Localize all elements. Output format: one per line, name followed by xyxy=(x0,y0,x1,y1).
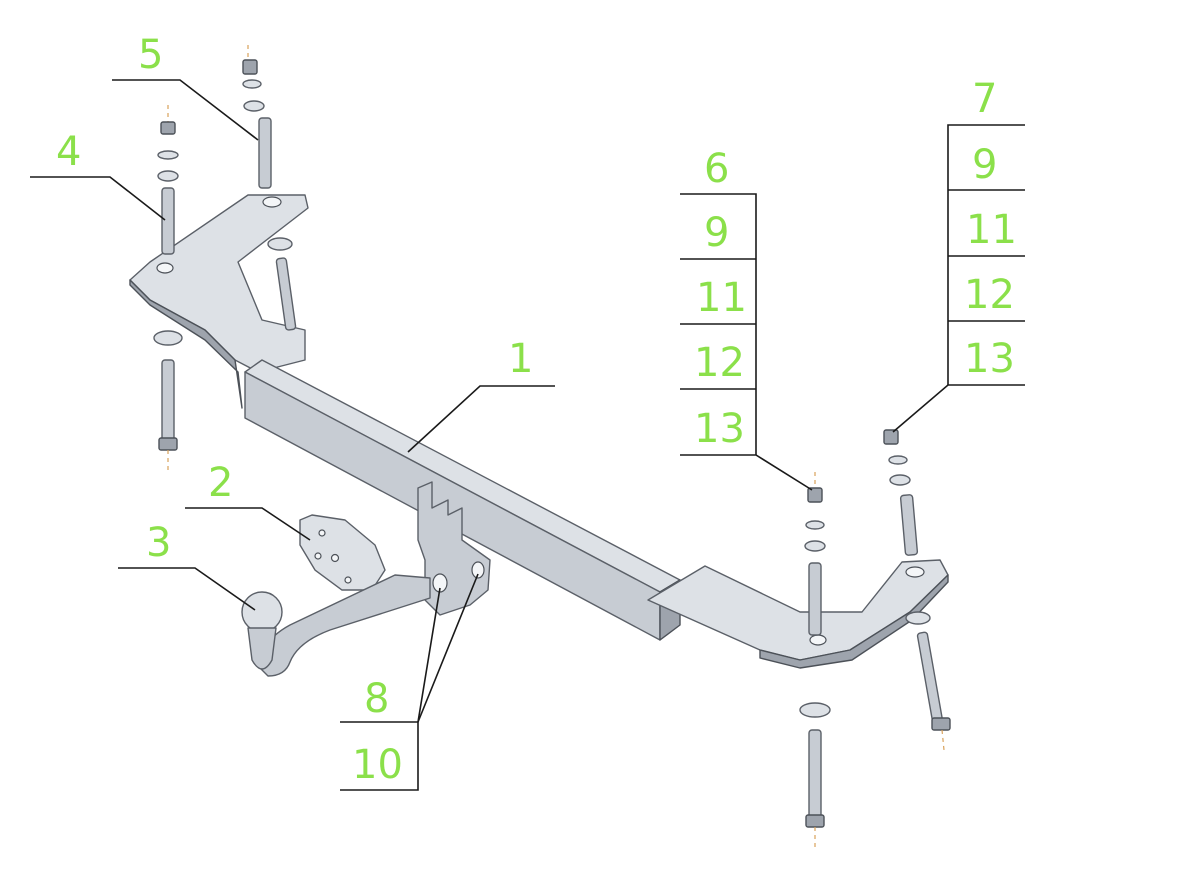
washer-4b xyxy=(157,170,179,182)
leader-4 xyxy=(30,176,166,221)
bolt-head-right-lower-b xyxy=(805,814,825,828)
bolt-head-right-lower-a xyxy=(931,717,951,731)
leader-1 xyxy=(407,385,555,453)
nut-7 xyxy=(883,429,899,445)
washer-6a xyxy=(805,520,825,530)
socket-plate-hole-2 xyxy=(330,553,340,563)
callout-5: 5 xyxy=(138,32,163,78)
callout-7-item-9: 9 xyxy=(972,142,997,188)
right-plate-hole-front xyxy=(809,634,827,646)
callout-labels: 5 4 1 2 3 8 10 6 9 11 12 13 7 9 11 12 13 xyxy=(56,32,1017,788)
washer-left-lower-b xyxy=(153,330,183,346)
tow-ball xyxy=(241,591,283,633)
stud-7 xyxy=(899,494,919,556)
callout-7-item-11: 11 xyxy=(966,207,1017,253)
callout-8: 8 xyxy=(364,676,389,722)
callout-6-item-13: 13 xyxy=(694,406,745,452)
callout-7: 7 xyxy=(972,76,997,122)
left-plate-hole-front xyxy=(156,262,174,274)
right-plate-edge xyxy=(759,574,949,669)
right-plate-hole-rear xyxy=(905,566,925,578)
hitch-bracket-assembly xyxy=(241,481,491,677)
leader-8-to-hole-1 xyxy=(417,587,441,723)
leader-2 xyxy=(185,507,311,541)
tow-ball-neck xyxy=(247,627,277,670)
nut-6 xyxy=(807,487,823,503)
callout-6-item-11: 11 xyxy=(696,275,747,321)
fasteners xyxy=(153,45,951,848)
bolt-right-lower-a xyxy=(916,631,944,725)
bolt-left-lower-a xyxy=(275,257,297,331)
washer-5b xyxy=(243,100,265,112)
washer-5a xyxy=(242,79,262,89)
stud-6 xyxy=(808,562,822,636)
bracket-bolt-hole-2 xyxy=(471,561,485,579)
bolt-left-lower-b xyxy=(161,359,175,443)
socket-plate xyxy=(299,514,386,591)
socket-plate-hole-3 xyxy=(344,576,352,584)
leader-3 xyxy=(118,567,256,611)
washer-4a xyxy=(157,150,179,160)
callout-2: 2 xyxy=(208,460,233,506)
stud-5 xyxy=(258,117,272,189)
callout-6-item-12: 12 xyxy=(694,340,745,386)
leader-5 xyxy=(112,79,259,141)
callout-7-item-13: 13 xyxy=(964,336,1015,382)
leader-8-to-hole-2 xyxy=(417,573,479,723)
callout-6: 6 xyxy=(704,146,729,192)
leader-6-top xyxy=(680,193,757,455)
nut-4 xyxy=(160,121,176,135)
washer-6b xyxy=(804,540,826,552)
bolt-right-lower-b xyxy=(808,729,822,819)
left-plate-edge xyxy=(129,279,243,409)
callout-1: 1 xyxy=(508,336,533,382)
callout-6-item-9: 9 xyxy=(704,210,729,256)
bolt-head-left-lower-b xyxy=(158,437,178,451)
washer-right-lower-a xyxy=(905,611,931,625)
callout-3: 3 xyxy=(146,520,171,566)
stud-4 xyxy=(161,187,175,255)
right-mounting-plate xyxy=(647,559,949,661)
leader-lines xyxy=(30,79,1025,791)
leader-10 xyxy=(340,722,419,791)
left-plate-hole-rear xyxy=(262,196,282,208)
socket-plate-hole-4 xyxy=(314,552,322,560)
callout-7-item-12: 12 xyxy=(964,272,1015,318)
nut-5 xyxy=(242,59,258,75)
socket-plate-hole-1 xyxy=(318,529,326,537)
washer-left-lower-a xyxy=(267,237,293,251)
washer-7a xyxy=(888,455,908,465)
main-crossbeam xyxy=(129,194,949,669)
callout-4: 4 xyxy=(56,129,81,175)
leader-6-bottom xyxy=(680,454,813,491)
leader-7-top xyxy=(947,124,1025,385)
washer-7b xyxy=(889,474,911,486)
callout-10: 10 xyxy=(352,742,403,788)
leader-7-bottom xyxy=(892,384,1025,433)
washer-right-lower-b xyxy=(799,702,831,718)
